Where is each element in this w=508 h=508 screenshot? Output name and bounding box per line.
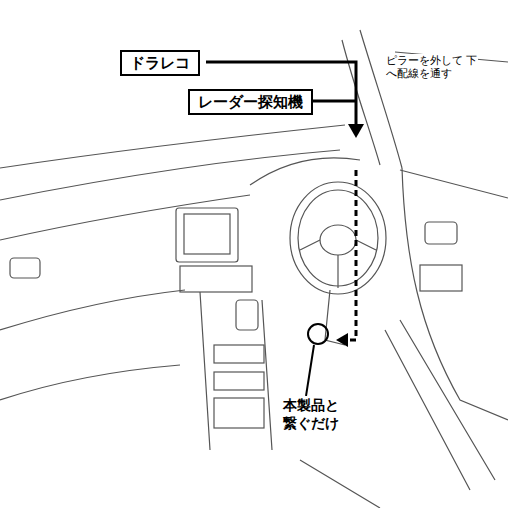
label-box: レーダー探知機 bbox=[188, 89, 313, 115]
arrow-head bbox=[336, 333, 348, 347]
steering-wheel bbox=[290, 182, 386, 294]
wiring-route bbox=[346, 170, 356, 340]
control-panel bbox=[180, 266, 252, 292]
shift-lever bbox=[236, 300, 258, 330]
box-text: レーダー探知機 bbox=[198, 93, 303, 111]
dashboard-line bbox=[0, 195, 250, 240]
glovebox-line bbox=[0, 365, 180, 400]
console-switches bbox=[214, 345, 264, 363]
air-vent bbox=[10, 258, 40, 278]
console-switches bbox=[214, 372, 264, 390]
window-switches bbox=[420, 265, 462, 291]
box-text: ドラレコ bbox=[130, 54, 190, 72]
dashboard-lower bbox=[0, 290, 185, 330]
note-text: ピラーを外して 下へ配線を通す bbox=[386, 54, 478, 80]
display-screen bbox=[184, 214, 230, 254]
console-pocket bbox=[214, 398, 264, 428]
display-frame bbox=[176, 208, 238, 262]
dashboard-top bbox=[0, 150, 340, 200]
steering-hub bbox=[320, 225, 356, 255]
callout-text: 本製品と 繋ぐだけ bbox=[283, 396, 351, 432]
connection-point bbox=[308, 324, 328, 344]
door-panel bbox=[402, 168, 508, 420]
interior-lines bbox=[0, 30, 508, 508]
steering-spokes bbox=[300, 240, 376, 288]
center-console bbox=[200, 292, 272, 450]
label-box: ドラレコ bbox=[120, 50, 200, 76]
a-pillar bbox=[342, 30, 402, 168]
arrow-head bbox=[348, 124, 364, 138]
leader-line bbox=[306, 345, 314, 396]
windshield-edge bbox=[0, 125, 345, 168]
door-handle bbox=[425, 222, 457, 244]
meter-hood bbox=[250, 158, 360, 185]
